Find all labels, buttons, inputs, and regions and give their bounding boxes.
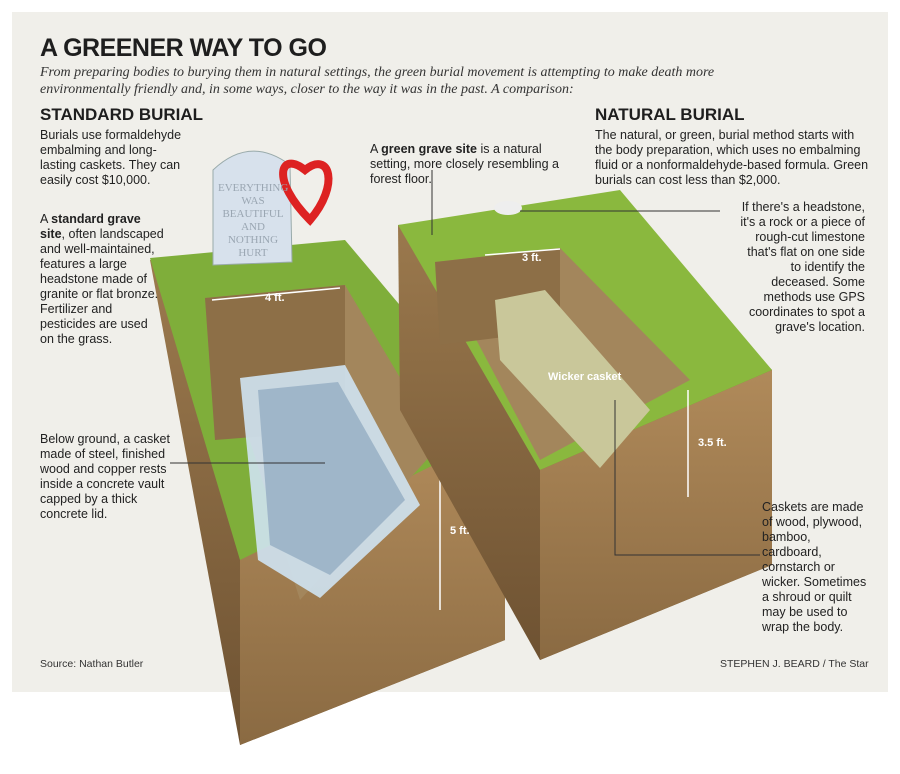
- width-label: 3 ft.: [522, 252, 542, 264]
- steel-casket: [258, 382, 405, 575]
- natural-intro: The natural, or green, burial method sta…: [595, 128, 869, 187]
- credit: STEPHEN J. BEARD / The Star: [720, 658, 869, 670]
- standard-below-text: Below ground, a casket made of steel, fi…: [40, 432, 170, 521]
- depth-label: 3.5 ft.: [698, 437, 727, 449]
- casket-label: Wicker casket: [548, 371, 622, 383]
- bold-term: green grave site: [381, 142, 478, 156]
- text: A: [40, 212, 52, 226]
- page-title: A GREENER WAY TO GO: [40, 34, 327, 62]
- source: Source: Nathan Butler: [40, 658, 144, 670]
- width-label: 4 ft.: [265, 292, 285, 304]
- depth-label: 5 ft.: [450, 525, 470, 537]
- subtitle: From preparing bodies to burying them in…: [40, 65, 715, 97]
- standard-intro: Burials use formaldehyde embalming and l…: [40, 128, 182, 187]
- text: A: [370, 142, 382, 156]
- natural-headstone-text: If there's a headstone, it's a rock or a…: [740, 200, 865, 334]
- bold-term: standard grave site: [40, 212, 141, 241]
- headstone-epitaph: EVERYTHING WAS BEAUTIFUL AND NOTHING HUR…: [218, 182, 289, 259]
- natural-site-text: A green grave site is a natural setting,…: [370, 142, 585, 187]
- standard-site-text: A standard grave site, often landscaped …: [40, 212, 165, 347]
- standard-grave-block: [150, 150, 505, 745]
- natural-grave-block: [398, 170, 772, 660]
- text: is a natural setting, more closely resem…: [370, 142, 559, 186]
- wicker-casket: [495, 290, 650, 468]
- natural-caskets-text: Caskets are made of wood, plywood, bambo…: [762, 500, 867, 634]
- text: , often landscaped and well-maintained, …: [40, 227, 164, 346]
- standard-heading: STANDARD BURIAL: [40, 105, 204, 124]
- natural-heading: NATURAL BURIAL: [595, 105, 745, 124]
- heart-wreath: [279, 159, 333, 226]
- limestone-rock: [494, 201, 522, 215]
